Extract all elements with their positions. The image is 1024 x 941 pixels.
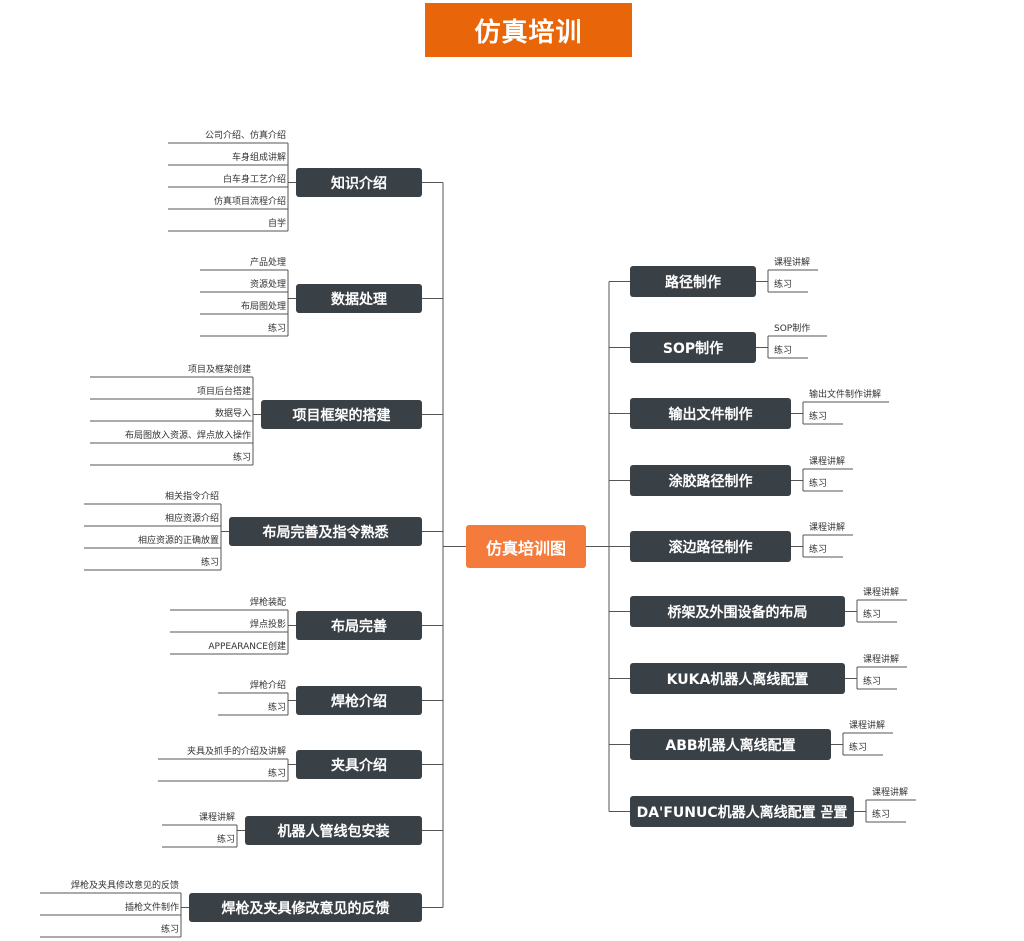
leaf-item[interactable]: 练习 bbox=[774, 346, 793, 356]
leaf-item[interactable]: 练习 bbox=[267, 703, 286, 713]
branch-node-right[interactable]: DA'FUNUC机器人离线配置 꼳置 bbox=[630, 796, 854, 827]
branch-node-right[interactable]: SOP制作 bbox=[630, 332, 756, 363]
leaf-item[interactable]: 资源处理 bbox=[249, 280, 286, 290]
leaf-item[interactable]: 布局图放入资源、焊点放入操作 bbox=[124, 431, 251, 441]
leaf-item[interactable]: APPEARANCE创建 bbox=[208, 642, 286, 652]
leaf-item[interactable]: 焊枪及夹具修改意见的反馈 bbox=[70, 881, 179, 891]
leaf-item[interactable]: 输出文件制作讲解 bbox=[809, 390, 882, 400]
leaf-item[interactable]: 练习 bbox=[774, 280, 793, 290]
leaf-item[interactable]: 练习 bbox=[267, 769, 286, 779]
leaf-item[interactable]: 相应资源的正确放置 bbox=[137, 536, 219, 546]
leaf-item[interactable]: 练习 bbox=[200, 558, 219, 568]
branch-node-left[interactable]: 机器人管线包安装 bbox=[245, 816, 422, 845]
leaf-item[interactable]: 数据导入 bbox=[214, 409, 251, 419]
leaf-item[interactable]: 练习 bbox=[160, 925, 179, 935]
branch-node-right[interactable]: KUKA机器人离线配置 bbox=[630, 663, 845, 694]
leaf-item[interactable]: 练习 bbox=[809, 545, 828, 555]
leaf-item[interactable]: 夹具及抓手的介绍及讲解 bbox=[186, 747, 286, 757]
leaf-item[interactable]: 相关指令介绍 bbox=[164, 492, 219, 502]
leaf-item[interactable]: 练习 bbox=[849, 743, 868, 753]
branch-node-left[interactable]: 数据处理 bbox=[296, 284, 422, 313]
leaf-item[interactable]: 课程讲解 bbox=[863, 655, 900, 665]
branch-node-right[interactable]: 滚边路径制作 bbox=[630, 531, 791, 562]
branch-node-label: DA'FUNUC机器人离线配置 꼳置 bbox=[636, 804, 848, 821]
leaf-item[interactable]: 练习 bbox=[863, 610, 882, 620]
branch-node-label: 焊枪及夹具修改意见的反馈 bbox=[221, 900, 390, 917]
leaf-item[interactable]: 练习 bbox=[872, 810, 891, 820]
branch-node-label: 布局完善 bbox=[331, 618, 387, 635]
leaf-item[interactable]: 课程讲解 bbox=[809, 523, 846, 533]
leaf-item[interactable]: 布局图处理 bbox=[240, 302, 286, 312]
leaf-item[interactable]: 课程讲解 bbox=[198, 813, 235, 823]
branch-node-label: 桥架及外围设备的布局 bbox=[667, 604, 808, 621]
branch-node-label: 焊枪介绍 bbox=[331, 693, 387, 710]
center-node-label: 仿真培训图 bbox=[485, 538, 566, 558]
branch-node-label: 机器人管线包安装 bbox=[277, 823, 390, 840]
branch-node-left[interactable]: 夹具介绍 bbox=[296, 750, 422, 779]
branch-node-label: 数据处理 bbox=[331, 291, 387, 308]
branch-node-right[interactable]: 输出文件制作 bbox=[630, 398, 791, 429]
branch-node-label: ABB机器人离线配置 bbox=[665, 737, 796, 754]
branch-node-label: 滚边路径制作 bbox=[668, 539, 753, 556]
leaf-item[interactable]: 课程讲解 bbox=[809, 457, 846, 467]
leaf-item[interactable]: 练习 bbox=[216, 835, 235, 845]
branch-node-right[interactable]: ABB机器人离线配置 bbox=[630, 729, 831, 760]
leaf-item[interactable]: 课程讲解 bbox=[872, 788, 909, 798]
leaf-item[interactable]: SOP制作 bbox=[774, 324, 811, 334]
leaf-item[interactable]: 产品处理 bbox=[249, 258, 286, 268]
leaf-item[interactable]: 焊点投影 bbox=[249, 620, 286, 630]
branch-node-label: 布局完善及指令熟悉 bbox=[262, 524, 389, 541]
branch-node-label: 路径制作 bbox=[665, 274, 721, 291]
branch-node-left[interactable]: 焊枪及夹具修改意见的反馈 bbox=[189, 893, 422, 922]
leaf-item[interactable]: 仿真项目流程介绍 bbox=[213, 197, 286, 207]
leaf-item[interactable]: 课程讲解 bbox=[774, 258, 811, 268]
branch-node-right[interactable]: 涂胶路径制作 bbox=[630, 465, 791, 496]
leaf-item[interactable]: 练习 bbox=[232, 453, 251, 463]
leaf-item[interactable]: 车身组成讲解 bbox=[231, 153, 286, 163]
leaf-item[interactable]: 焊枪装配 bbox=[249, 598, 286, 608]
leaf-item[interactable]: 焊枪介绍 bbox=[249, 681, 286, 691]
branch-node-label: 知识介绍 bbox=[331, 175, 387, 192]
leaf-item[interactable]: 相应资源介绍 bbox=[164, 514, 219, 524]
branch-node-right[interactable]: 路径制作 bbox=[630, 266, 756, 297]
branch-node-right[interactable]: 桥架及外围设备的布局 bbox=[630, 596, 845, 627]
leaf-item[interactable]: 课程讲解 bbox=[849, 721, 886, 731]
center-node[interactable]: 仿真培训图 bbox=[466, 525, 586, 568]
page-title: 仿真培训 bbox=[425, 3, 632, 57]
branch-node-left[interactable]: 布局完善 bbox=[296, 611, 422, 640]
branch-node-label: 输出文件制作 bbox=[668, 406, 753, 423]
branch-node-left[interactable]: 布局完善及指令熟悉 bbox=[229, 517, 422, 546]
branch-node-left[interactable]: 知识介绍 bbox=[296, 168, 422, 197]
leaf-item[interactable]: 练习 bbox=[863, 677, 882, 687]
branch-node-label: 项目框架的搭建 bbox=[292, 407, 391, 424]
leaf-item[interactable]: 自学 bbox=[267, 219, 286, 229]
leaf-item[interactable]: 项目后台搭建 bbox=[196, 387, 251, 397]
leaf-item[interactable]: 项目及框架创建 bbox=[187, 365, 251, 375]
leaf-item[interactable]: 公司介绍、仿真介绍 bbox=[204, 131, 286, 141]
leaf-item[interactable]: 课程讲解 bbox=[863, 588, 900, 598]
branch-node-label: KUKA机器人离线配置 bbox=[666, 671, 809, 688]
leaf-item[interactable]: 白车身工艺介绍 bbox=[222, 175, 286, 185]
branch-node-left[interactable]: 项目框架的搭建 bbox=[261, 400, 422, 429]
branch-node-label: 夹具介绍 bbox=[331, 757, 387, 774]
leaf-item[interactable]: 练习 bbox=[267, 324, 286, 334]
leaf-item[interactable]: 练习 bbox=[809, 479, 828, 489]
branch-node-label: SOP制作 bbox=[662, 340, 724, 357]
branch-node-left[interactable]: 焊枪介绍 bbox=[296, 686, 422, 715]
branch-node-label: 涂胶路径制作 bbox=[668, 473, 753, 490]
leaf-item[interactable]: 插枪文件制作 bbox=[124, 903, 179, 913]
leaf-item[interactable]: 练习 bbox=[809, 412, 828, 422]
